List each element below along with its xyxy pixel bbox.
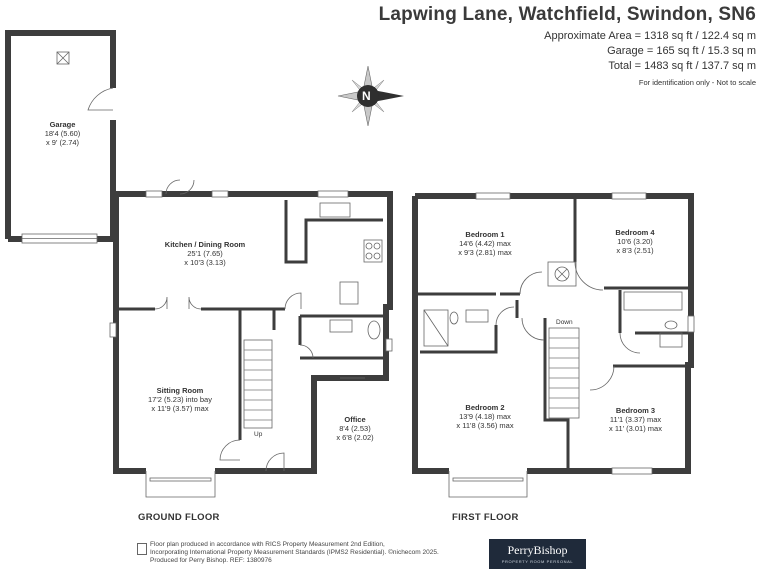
sitting-double-doors	[154, 296, 202, 310]
ground-floor-outer-wall-left	[113, 194, 146, 474]
hall-door	[284, 292, 302, 310]
sitting-room-name: Sitting Room	[156, 386, 204, 395]
disclaimer-note: For identification only - Not to scale	[638, 78, 756, 87]
footer-line2: Incorporating International Property Mea…	[150, 549, 439, 556]
ground-floor-label: GROUND FLOOR	[138, 512, 220, 523]
ensuite-door	[495, 306, 515, 326]
garage-wall-right	[97, 120, 116, 242]
bathroom-door	[619, 332, 641, 354]
bedroom1-dim1: 14'6 (4.42) max	[459, 239, 511, 248]
garage-walls	[5, 30, 116, 239]
first-floor-label: FIRST FLOOR	[452, 512, 519, 523]
garage-dim2: x 9' (2.74)	[45, 138, 80, 147]
office-walls	[312, 376, 386, 471]
ground-stairs	[243, 339, 273, 429]
utility-walls	[298, 314, 386, 360]
landing-walls	[543, 318, 570, 471]
footer-line1: Floor plan produced in accordance with R…	[150, 541, 385, 548]
first-floor-outer-wall-left	[412, 196, 449, 474]
footer-text: Floor plan produced in accordance with R…	[150, 541, 439, 565]
bedroom2-label: Bedroom 2 13'9 (4.18) max x 11'8 (3.56) …	[440, 403, 530, 430]
kitchen-label: Kitchen / Dining Room 25'1 (7.65) x 10'3…	[155, 240, 255, 267]
bathroom-bath	[623, 291, 683, 311]
bedroom1-name: Bedroom 1	[465, 230, 505, 239]
bed3-door	[589, 365, 615, 391]
document-icon	[137, 543, 147, 555]
utility-sink	[329, 319, 353, 333]
stairs-down-label: Down	[556, 319, 573, 326]
bed2-bay-window	[448, 471, 528, 498]
ensuite-shower	[423, 309, 449, 347]
compass-letter: N	[362, 89, 371, 103]
bedroom4-label: Bedroom 4 10'6 (3.20) x 8'3 (2.51)	[600, 228, 670, 255]
perry-bishop-logo: PerryBishop PROPERTY ROOM PERSONAL	[489, 539, 586, 569]
property-address: Lapwing Lane, Watchfield, Swindon, SN6	[378, 4, 756, 25]
bedroom4-dim2: x 8'3 (2.51)	[616, 246, 654, 255]
kitchen-dim1: 25'1 (7.65)	[187, 249, 223, 258]
sitting-room-label: Sitting Room 17'2 (5.23) into bay x 11'9…	[130, 386, 230, 413]
office-name: Office	[344, 415, 366, 424]
office-dim2: x 6'8 (2.02)	[336, 433, 374, 442]
utility-door	[299, 344, 314, 359]
kitchen-name: Kitchen / Dining Room	[164, 240, 246, 249]
footer-line3: Produced for Perry Bishop. REF: 1380976	[150, 557, 272, 564]
stairs-up-label: Up	[254, 431, 263, 438]
bed4-door	[574, 261, 604, 291]
sitting-bay-window	[145, 471, 216, 498]
logo-tagline: PROPERTY ROOM PERSONAL	[501, 559, 574, 564]
bedroom2-dim1: 13'9 (4.18) max	[459, 412, 511, 421]
ensuite-walls	[420, 300, 519, 354]
bedroom1-dim2: x 9'3 (2.81) max	[458, 248, 512, 257]
bedroom4-dim1: 10'6 (3.20)	[617, 237, 653, 246]
kitchen-dim2: x 10'3 (3.13)	[184, 258, 226, 267]
logo-name: PerryBishop	[507, 543, 568, 557]
kitchen-hob	[363, 239, 383, 263]
bedroom3-name: Bedroom 3	[615, 406, 656, 415]
garage-area-text: Garage = 165 sq ft / 15.3 sq m	[607, 45, 756, 57]
office-dim1: 8'4 (2.53)	[339, 424, 371, 433]
approx-area-text: Approximate Area = 1318 sq ft / 122.4 sq…	[544, 30, 756, 42]
kitchen-sink	[319, 202, 351, 218]
sitting-door	[219, 439, 241, 461]
bedroom3-dim1: 11'1 (3.37) max	[609, 415, 662, 424]
front-door	[265, 452, 285, 472]
bedroom2-name: Bedroom 2	[465, 403, 505, 412]
garage-dim1: 18'4 (5.60)	[44, 129, 81, 138]
bathroom-walls	[618, 290, 691, 335]
bedroom4-name: Bedroom 4	[615, 228, 655, 237]
bed2-door	[521, 317, 545, 341]
bedroom2-dim2: x 11'8 (3.56) max	[456, 421, 514, 430]
landing-cupboard	[547, 261, 577, 287]
bedroom1-label: Bedroom 1 14'6 (4.42) max x 9'3 (2.81) m…	[440, 230, 530, 257]
garage-name: Garage	[49, 120, 76, 129]
bedroom3-label: Bedroom 3 11'1 (3.37) max x 11' (3.01) m…	[593, 406, 678, 433]
sitting-room-dim1: 17'2 (5.23) into bay	[148, 395, 212, 404]
sitting-room-dim2: x 11'9 (3.57) max	[151, 404, 209, 413]
kitchen-counter	[284, 200, 383, 264]
total-area-text: Total = 1483 sq ft / 137.7 sq m	[608, 60, 756, 72]
kitchen-patio-doors	[165, 179, 195, 195]
bed1-door	[519, 271, 543, 295]
garage-skylight	[56, 51, 70, 65]
garage-label: Garage 18'4 (5.60) x 9' (2.74)	[35, 120, 90, 147]
garage-side-door	[87, 87, 114, 111]
office-label: Office 8'4 (2.53) x 6'8 (2.02)	[325, 415, 385, 442]
first-floor-stairs	[548, 327, 580, 419]
bedroom3-dim2: x 11' (3.01) max	[609, 424, 662, 433]
compass-icon	[337, 65, 404, 127]
